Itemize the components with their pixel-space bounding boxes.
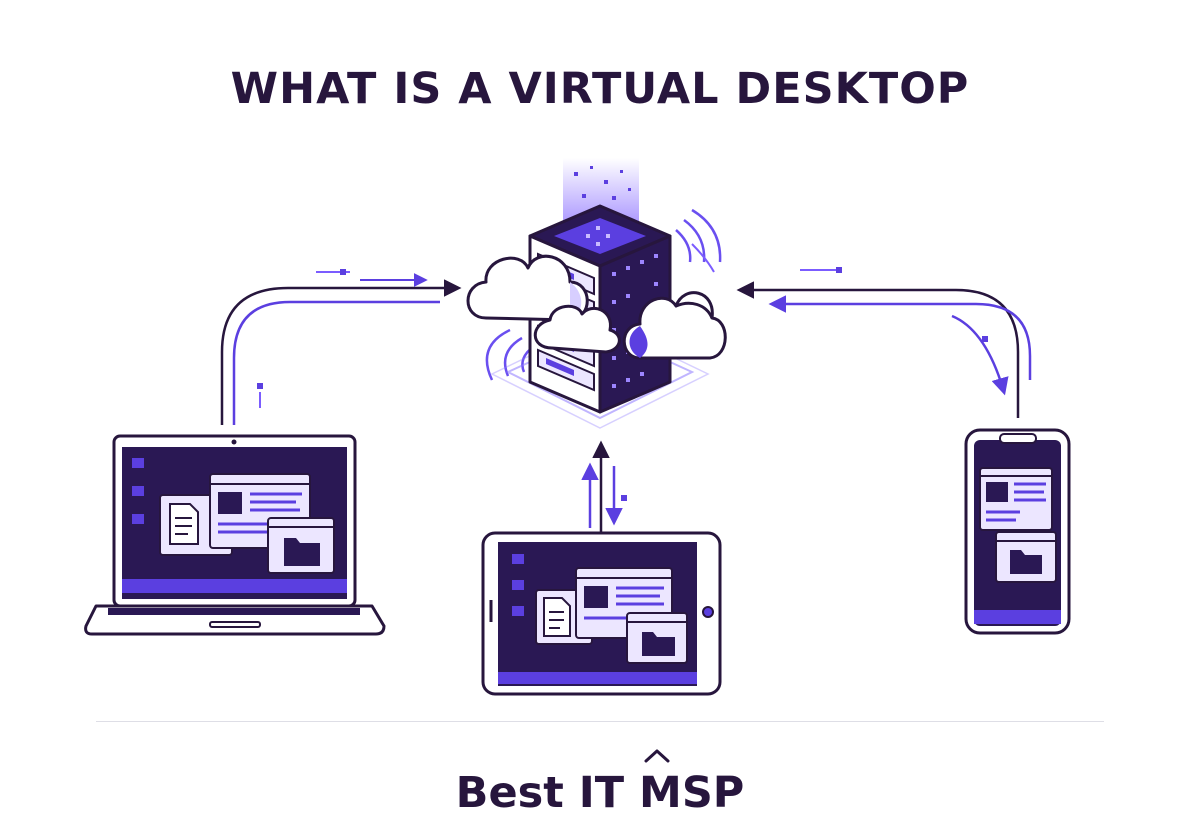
folder-icon <box>1010 550 1042 574</box>
folder-icon <box>642 632 675 656</box>
caret-logo-icon <box>644 749 670 763</box>
tablet-to-server-arrow <box>581 440 627 532</box>
tablet-icon <box>481 531 722 696</box>
folder-icon <box>284 538 320 566</box>
laptop-to-server-arrow <box>220 269 462 425</box>
cloud-icon-left <box>466 254 621 354</box>
cloud-icon-right <box>622 291 727 360</box>
document-icon <box>543 597 571 637</box>
footer-divider <box>96 721 1104 722</box>
brand-name: Best IT MSP <box>455 768 745 818</box>
page-title: WHAT IS A VIRTUAL DESKTOP <box>230 64 970 114</box>
phone-to-server-arrow <box>736 267 1032 418</box>
tablet-home-button <box>702 606 714 618</box>
cloud-server <box>466 158 727 429</box>
smartphone-icon <box>964 428 1071 635</box>
laptop-icon <box>84 434 386 636</box>
document-icon <box>169 503 199 545</box>
